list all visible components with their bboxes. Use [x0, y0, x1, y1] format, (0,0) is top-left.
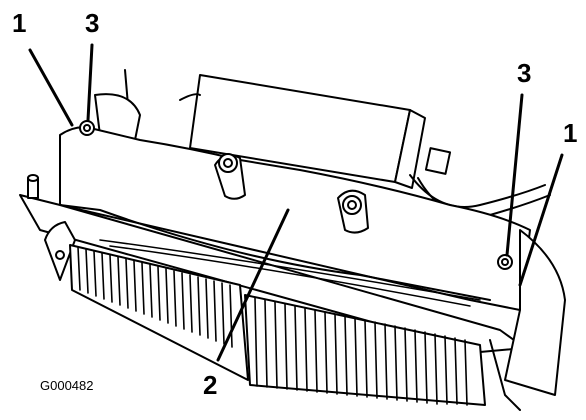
callout-1-right: 1	[563, 118, 578, 148]
leader-3-right	[505, 93, 524, 257]
leader-3-left	[86, 43, 94, 122]
left-bracket	[94, 93, 141, 141]
callout-2: 2	[203, 370, 218, 400]
leader-1-left	[28, 48, 74, 127]
leader-1-right	[518, 153, 564, 287]
figure-id: G000482	[40, 378, 94, 393]
roller-grooves	[77, 246, 468, 406]
bolt-left	[79, 120, 95, 136]
upper-housing-right	[394, 109, 426, 189]
leader-2	[216, 208, 290, 362]
adjuster-left	[214, 153, 246, 200]
callout-1-left: 1	[12, 8, 27, 38]
callout-3-left: 3	[85, 8, 100, 38]
hose-fitting	[424, 147, 452, 175]
callout-3-right: 3	[517, 58, 532, 88]
adjuster-right	[337, 189, 369, 234]
bolt-right	[497, 254, 513, 270]
right-frame	[504, 229, 566, 396]
